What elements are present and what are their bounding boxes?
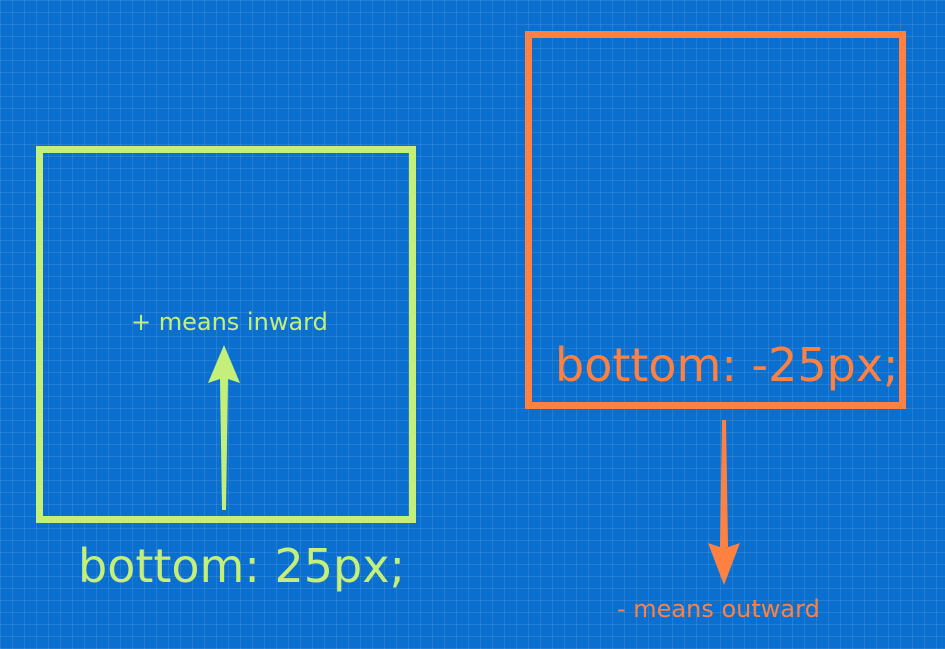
outward-offset-box [525,31,906,409]
outward-note: - means outward [617,595,820,623]
arrow-down-shape [708,420,740,585]
inward-note: + means inward [131,308,328,336]
bottom-positive-code: bottom: 25px; [78,539,405,593]
arrow-up-icon [208,345,240,510]
arrow-up-shape [208,345,240,510]
bottom-negative-code: bottom: -25px; [555,338,899,392]
arrow-down-icon [708,420,740,585]
inward-offset-box [36,146,416,523]
